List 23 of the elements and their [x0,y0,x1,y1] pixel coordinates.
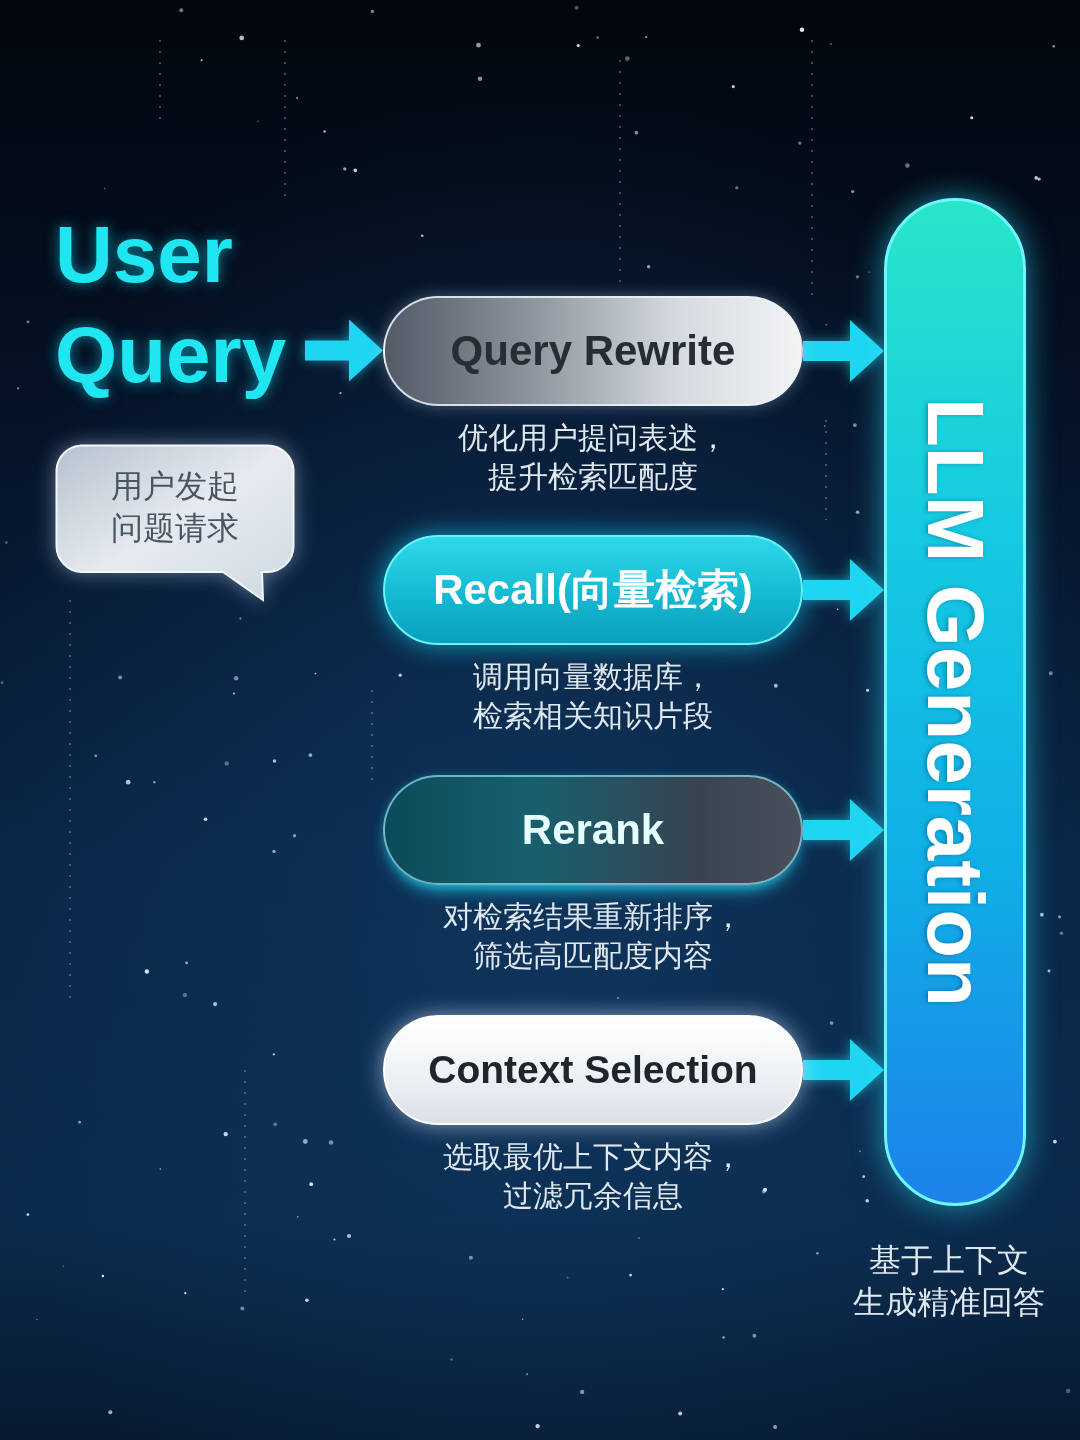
generation-pill [884,198,1026,1206]
step-caption: 调用向量数据库，检索相关知识片段 [472,659,714,734]
step-caption: 选取最优上下文内容，过滤冗余信息 [442,1139,744,1214]
bubble-text: 用户发起问题请求 [110,467,240,548]
process-pill [383,535,803,645]
step-title: Query Rewrite [450,325,736,376]
process-pill [383,775,803,885]
generation-title: LLM Generation [911,397,999,1007]
flow-arrow [305,319,383,382]
step-title: Context Selection [428,1046,758,1093]
flow-arrow [803,799,884,861]
flow-arrow [803,559,884,621]
step-caption: 对检索结果重新排序，筛选高匹配度内容 [442,899,744,974]
start-label: User Query [55,205,305,405]
flow-arrow [803,1039,884,1101]
step-title: Rerank [521,804,665,855]
process-pill [383,1015,803,1125]
speech-bubble [55,444,295,602]
step-caption: 基于上下文生成精准回答 [852,1241,1046,1322]
flow-arrow [803,320,884,382]
step-title: Recall(向量检索) [433,564,753,615]
step-caption: 优化用户提问表述，提升检索匹配度 [457,420,729,495]
process-pill [383,296,803,406]
